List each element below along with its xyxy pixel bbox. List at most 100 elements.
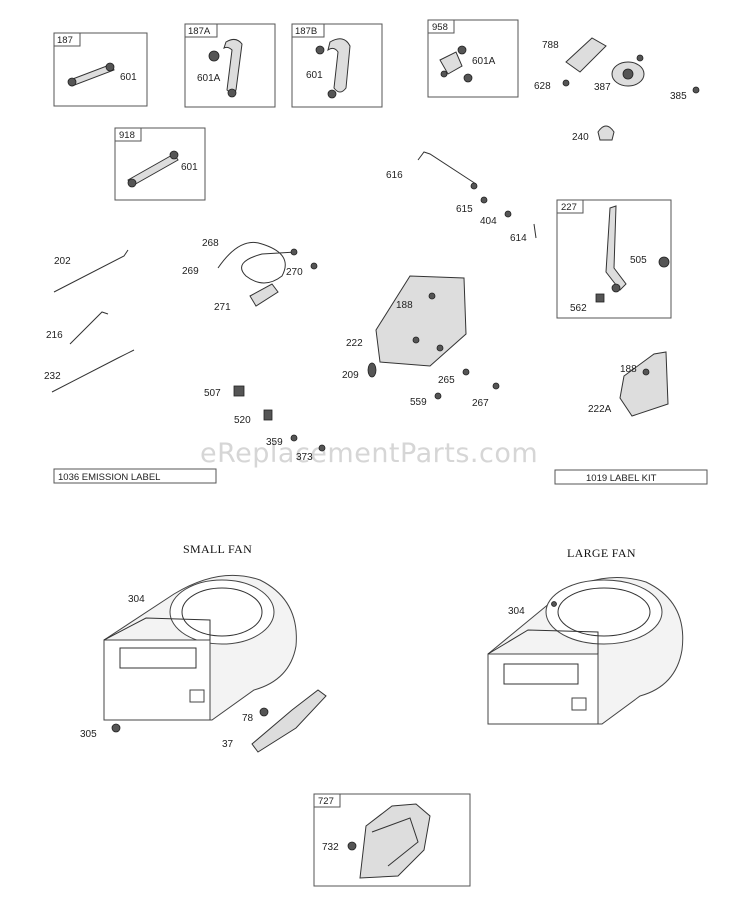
kit-727-part-label: 732 <box>322 842 339 853</box>
callout-385: 385 <box>670 91 687 102</box>
emission-label-bar[interactable]: 1036 EMISSION LABEL <box>53 468 217 484</box>
label-kit-bar[interactable]: 1019 LABEL KIT <box>554 469 708 485</box>
emission-label-text: 1036 EMISSION LABEL <box>58 472 160 483</box>
kit-727-tab: 727 <box>318 796 334 807</box>
kit-187a-part-label: 601A <box>197 73 221 84</box>
part-507: 507 <box>204 385 245 399</box>
callout-265: 265 <box>438 375 455 386</box>
kit-958-box[interactable]: 958 601A <box>427 19 519 98</box>
clip-265: 265 <box>438 368 470 386</box>
label-kit-text: 1019 LABEL KIT <box>586 473 657 484</box>
callout-788: 788 <box>542 40 559 51</box>
callout-232: 232 <box>44 371 61 382</box>
kit-727-box[interactable]: 727 732 <box>313 793 471 887</box>
part-373: 373 <box>296 444 326 463</box>
governor-shaft-616: 616 <box>386 151 478 190</box>
callout-78: 78 <box>242 713 254 724</box>
kit-187-tab: 187 <box>57 35 73 46</box>
callout-387: 387 <box>594 82 611 93</box>
fuel-line-loop-part <box>315 38 351 99</box>
kit-187a-tab: 187A <box>188 26 211 37</box>
link-216: 216 <box>46 311 109 345</box>
callout-270: 270 <box>286 267 303 278</box>
fuel-valve-part <box>439 45 473 83</box>
callout-268: 268 <box>202 238 219 249</box>
kit-187-box[interactable]: 187 601 <box>53 32 148 107</box>
control-bracket-222: 188 222 <box>346 275 467 367</box>
washer-615: 615 <box>456 196 488 215</box>
callout-269: 269 <box>182 266 199 277</box>
control-bracket-271: 271 <box>214 283 279 313</box>
callout-304-a: 304 <box>128 594 145 605</box>
callout-37: 37 <box>222 739 234 750</box>
callout-188-a: 188 <box>396 300 413 311</box>
nut-404: 404 <box>480 210 512 227</box>
screw-559: 559 <box>410 392 442 408</box>
callout-222a: 222A <box>588 404 612 415</box>
kit-227-tab: 227 <box>561 202 577 213</box>
callout-359: 359 <box>266 437 283 448</box>
part-359: 359 <box>266 434 298 448</box>
callout-616: 616 <box>386 170 403 181</box>
kit-187b-part-label: 601 <box>306 70 323 81</box>
screw-305: 305 <box>80 723 121 740</box>
fuel-pump-387: 387 <box>594 54 645 93</box>
kit-918-part-label: 601 <box>181 162 198 173</box>
throttle-cable-268: 268 269 <box>182 238 298 284</box>
kit-187b-box[interactable]: 187B 601 <box>291 23 383 108</box>
large-fan-housing-304: 304 <box>487 577 684 725</box>
kit-918-tab: 918 <box>119 130 135 141</box>
kit-227-part-562: 562 <box>570 303 587 314</box>
callout-373: 373 <box>296 452 313 463</box>
clamp-385: 385 <box>670 86 700 102</box>
kit-187b-tab: 187B <box>295 26 317 37</box>
control-bracket-222a: 188 222A <box>588 351 669 417</box>
callout-615: 615 <box>456 204 473 215</box>
fuel-line-bent-part <box>208 38 243 98</box>
fuel-line-918-part <box>127 150 179 188</box>
callout-520: 520 <box>234 415 251 426</box>
spring-209: 209 <box>342 362 377 381</box>
watermark: eReplacementParts.com <box>200 438 538 469</box>
fuel-pump-bracket-788: 788 <box>542 37 607 73</box>
fuel-line-part <box>67 62 115 87</box>
kit-227-box[interactable]: 227 505 562 <box>556 199 672 319</box>
baffle-37: 37 <box>222 689 327 753</box>
link-202: 202 <box>53 249 129 293</box>
pin-614: 614 <box>510 223 537 244</box>
kit-187-part-label: 601 <box>120 72 137 83</box>
air-guide-part <box>347 803 431 879</box>
large-fan-title: LARGE FAN <box>567 546 636 560</box>
screw-267: 267 <box>472 382 500 409</box>
kit-918-box[interactable]: 918 601 <box>114 127 206 201</box>
callout-507: 507 <box>204 388 221 399</box>
small-fan-title: SMALL FAN <box>183 542 252 556</box>
kit-958-part-label: 601A <box>472 56 496 67</box>
spring-232: 232 <box>44 349 135 393</box>
callout-202: 202 <box>54 256 71 267</box>
small-fan-housing-304: 304 <box>103 574 297 721</box>
callout-267: 267 <box>472 398 489 409</box>
callout-559: 559 <box>410 397 427 408</box>
callout-216: 216 <box>46 330 63 341</box>
kit-227-part-505: 505 <box>630 255 647 266</box>
kit-187a-box[interactable]: 187A 601A <box>184 23 276 108</box>
callout-304-b: 304 <box>508 606 525 617</box>
callout-628: 628 <box>534 81 551 92</box>
callout-240: 240 <box>572 132 589 143</box>
filter-240: 240 <box>572 125 615 143</box>
screw-628: 628 <box>534 79 570 92</box>
callout-614: 614 <box>510 233 527 244</box>
governor-lever-part <box>595 205 670 303</box>
callout-305: 305 <box>80 729 97 740</box>
kit-958-tab: 958 <box>432 22 448 33</box>
callout-188-b: 188 <box>620 364 637 375</box>
part-520: 520 <box>234 409 273 426</box>
nut-270: 270 <box>286 262 318 278</box>
callout-271: 271 <box>214 302 231 313</box>
callout-222: 222 <box>346 338 363 349</box>
callout-404: 404 <box>480 216 497 227</box>
callout-209: 209 <box>342 370 359 381</box>
screw-78: 78 <box>242 707 269 724</box>
